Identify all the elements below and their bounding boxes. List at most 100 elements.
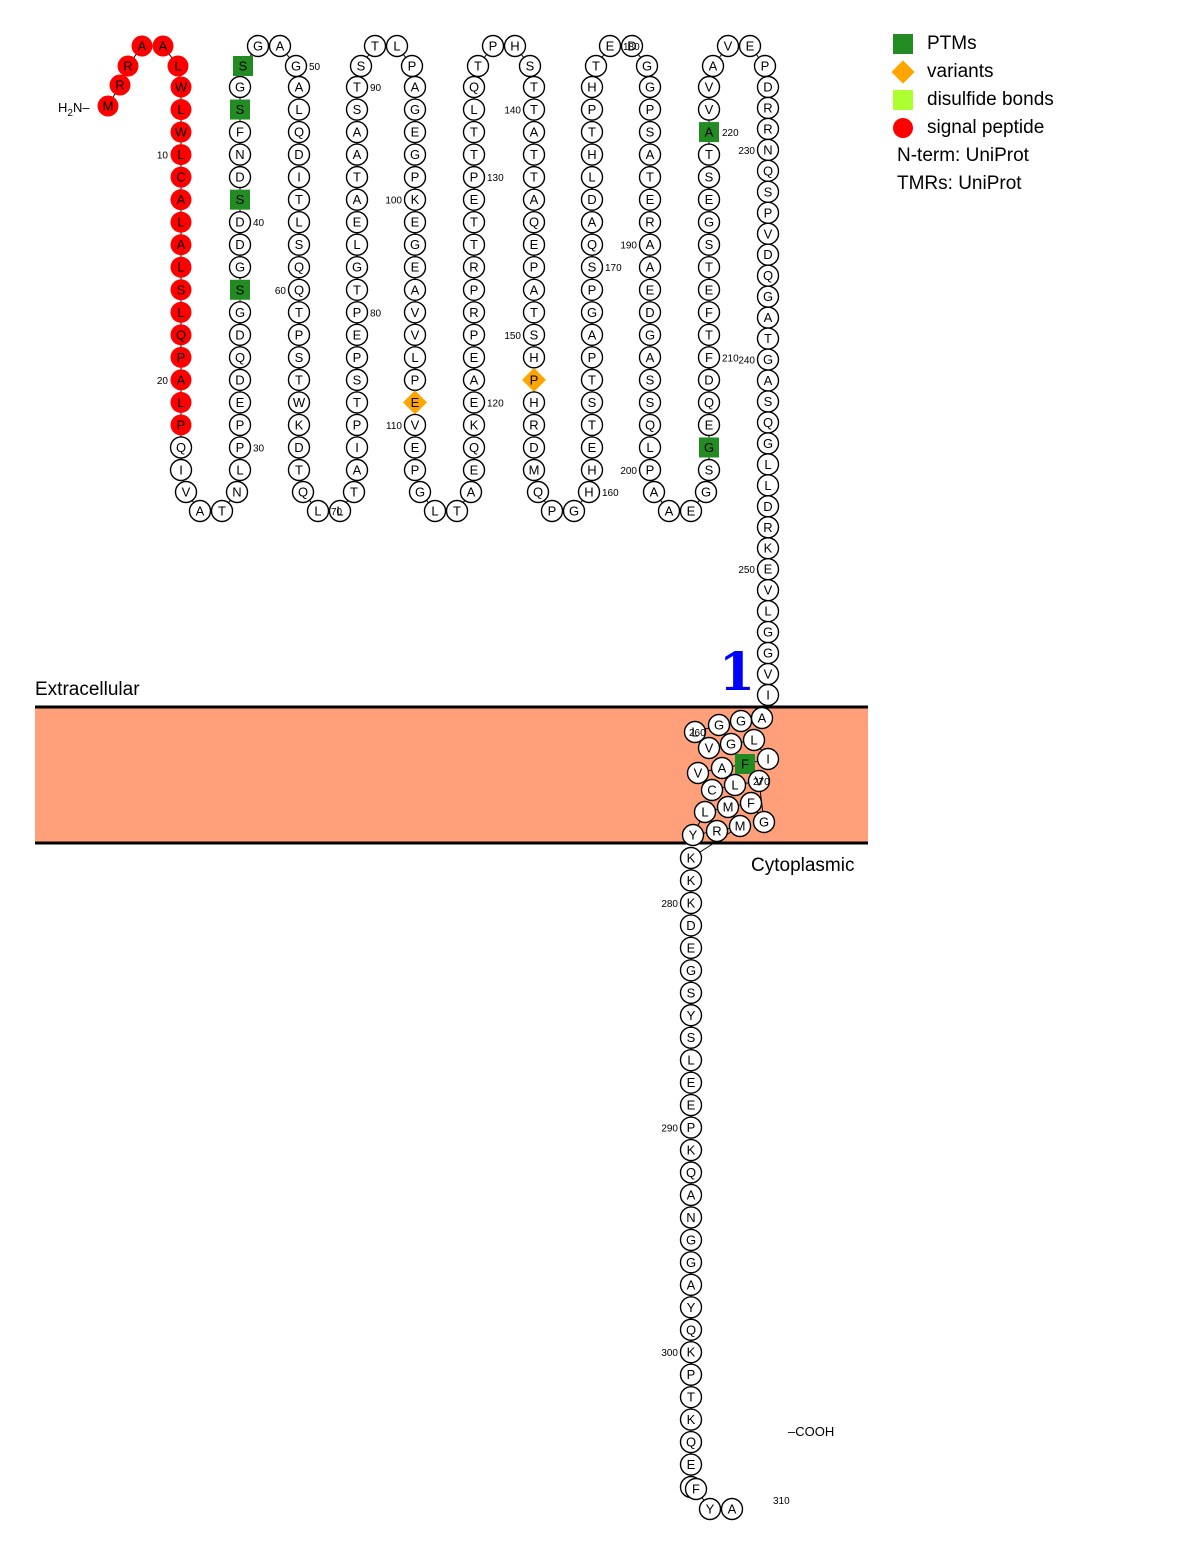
residue-circle xyxy=(679,1385,703,1409)
residue-295: G xyxy=(679,1228,703,1252)
residue-letter: S xyxy=(236,192,245,207)
residue-116: A xyxy=(459,480,483,504)
residue-circle xyxy=(462,233,486,256)
residue-circle xyxy=(291,480,315,504)
residue-letter: E xyxy=(646,282,655,297)
position-label: 20 xyxy=(157,376,169,387)
residue-letter: A xyxy=(177,192,186,207)
residue-128: T xyxy=(462,210,486,234)
residue-34: Q xyxy=(228,346,252,369)
residue-circle xyxy=(345,188,369,211)
residue-letter: G xyxy=(736,714,746,729)
signal-peptide-residue xyxy=(170,144,192,166)
residue-letter: P xyxy=(588,102,597,117)
residue-38: G xyxy=(228,256,252,279)
residue-letter: T xyxy=(588,417,596,432)
residue-59: Q xyxy=(287,256,311,279)
residue-letter: A xyxy=(646,260,655,275)
residue-252: L xyxy=(756,599,780,623)
residue-circle xyxy=(345,323,369,347)
residue-circle xyxy=(710,756,734,780)
residue-272: F xyxy=(739,791,763,815)
residue-letter: T xyxy=(530,305,538,320)
residue-circle xyxy=(694,480,718,504)
residue-circle xyxy=(462,413,486,437)
residue-53: Q xyxy=(287,120,311,144)
residue-210: F xyxy=(697,346,721,369)
residue-188: E xyxy=(638,188,662,211)
residue-circle xyxy=(679,891,703,915)
residue-letter: S xyxy=(295,237,304,252)
residue-14: A xyxy=(170,234,192,256)
residue-letter: L xyxy=(393,39,400,54)
n-term-subscript: 2 xyxy=(67,108,73,119)
residue-letter: D xyxy=(235,215,244,230)
residue-circle xyxy=(638,98,662,121)
residue-circle xyxy=(638,120,662,144)
residue-circle xyxy=(697,75,721,99)
residue-circle xyxy=(638,233,662,256)
residue-156: M xyxy=(522,458,546,482)
residue-letter: C xyxy=(707,783,716,798)
residue-211: T xyxy=(697,323,721,347)
residue-circle xyxy=(403,368,427,392)
residue-circle xyxy=(188,499,212,523)
residue-letter: T xyxy=(530,102,538,117)
residue-62: P xyxy=(287,323,311,347)
residue-179: T xyxy=(584,54,608,78)
residue-290: P xyxy=(679,1116,703,1139)
residue-circle xyxy=(481,34,505,58)
signal-peptide-residue xyxy=(152,35,174,57)
residue-letter: G xyxy=(410,237,420,252)
residue-letter: R xyxy=(763,520,772,535)
residue-286: S xyxy=(679,1026,703,1049)
residue-121: A xyxy=(462,368,486,392)
residue-269: L xyxy=(723,773,747,797)
residue-240: G xyxy=(756,348,780,371)
residue-letter: A xyxy=(276,39,285,54)
residue-84: E xyxy=(345,210,369,234)
residue-circle xyxy=(287,301,311,324)
residue-270: V xyxy=(747,769,771,793)
residue-letter: T xyxy=(218,504,226,519)
residue-letter: L xyxy=(431,504,438,519)
residue-letter: S xyxy=(353,102,362,117)
residue-23: Q xyxy=(169,436,193,459)
residue-85: A xyxy=(345,188,369,211)
residue-letter: P xyxy=(687,1367,696,1382)
residue-6: L xyxy=(167,55,189,77)
residue-73: A xyxy=(345,458,369,482)
residue-letter: E xyxy=(530,237,539,252)
residue-letter: Q xyxy=(686,1322,696,1337)
residue-letter: S xyxy=(236,102,245,117)
residue-letter: K xyxy=(687,1143,696,1158)
residue-circle xyxy=(174,480,198,504)
residue-231: Q xyxy=(756,159,780,183)
residue-circle xyxy=(580,391,604,414)
residue-279: K xyxy=(679,869,703,892)
residue-33: D xyxy=(228,368,252,392)
residue-35: D xyxy=(228,323,252,347)
residue-circle xyxy=(642,480,666,504)
residue-letter: A xyxy=(530,282,539,297)
residue-146: E xyxy=(522,233,546,256)
residue-letter: T xyxy=(470,215,478,230)
residue-circle xyxy=(697,736,721,760)
position-label: 290 xyxy=(661,1124,678,1135)
residue-letter: Q xyxy=(176,440,186,455)
residue-274: L xyxy=(693,800,717,824)
residue-letter: T xyxy=(470,237,478,252)
residue-283: G xyxy=(679,959,703,982)
residue-238: A xyxy=(756,306,780,329)
legend-label: signal peptide xyxy=(927,117,1045,138)
residue-circle xyxy=(697,143,721,166)
ptm-site-marker xyxy=(230,279,250,300)
residue-264: I xyxy=(756,747,780,771)
residue-2: R xyxy=(109,74,131,96)
residue-letter: H xyxy=(584,485,593,500)
residue-circle xyxy=(681,823,705,847)
residue-letter: I xyxy=(766,752,770,767)
position-label: 30 xyxy=(253,443,265,454)
residue-letter: I xyxy=(297,170,301,185)
residue-50: G xyxy=(284,54,308,78)
